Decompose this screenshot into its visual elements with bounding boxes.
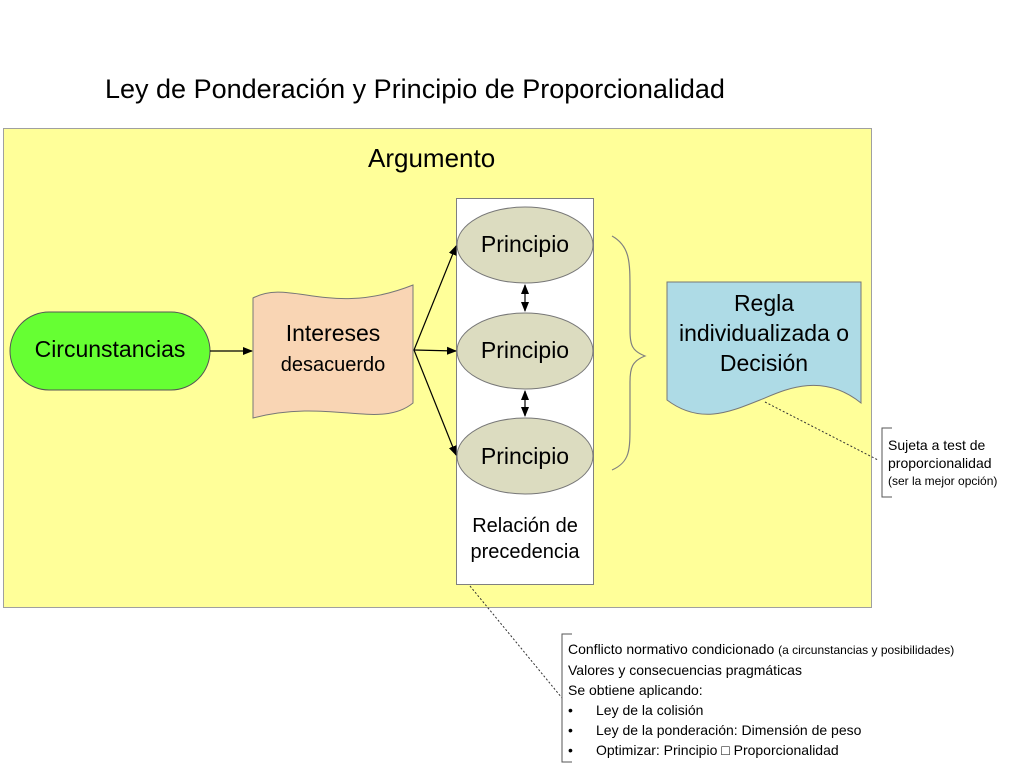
notes-line-3: Se obtiene aplicando:: [568, 682, 703, 698]
sujeta-line-1: Sujeta a test de: [888, 437, 986, 453]
principio-label-2: Principio: [480, 337, 570, 363]
notes-bullet-list: Ley de la colisión Ley de la ponderación…: [568, 700, 954, 760]
brace: [611, 235, 647, 471]
notes-line-2: Valores y consecuencias pragmáticas: [568, 662, 802, 678]
relacion-precedencia-label: Relación de precedencia: [470, 515, 580, 563]
principio-ellipse-3: [456, 417, 594, 495]
notes-line-1-small: (a circunstancias y posibilidades): [778, 643, 955, 657]
arrow-intereses-principio-2: [413, 346, 457, 355]
notes-block: Conflicto normativo condicionado (a circ…: [568, 639, 954, 760]
notes-bracket: [561, 633, 572, 763]
page-title: Ley de Ponderación y Principio de Propor…: [105, 74, 725, 104]
principio-label-3: Principio: [480, 443, 570, 469]
notes-bullet-2: Ley de la ponderación: Dimensión de peso: [568, 720, 954, 740]
notes-bullet-3: Optimizar: Principio □ Proporcionalidad: [568, 740, 954, 760]
principio-ellipse-1: [456, 206, 594, 284]
sujeta-note: Sujeta a test de proporcionalidad (ser l…: [888, 436, 997, 490]
desacuerdo-label: desacuerdo: [280, 354, 386, 376]
notes-line-1-main: Conflicto normativo condicionado: [568, 641, 775, 657]
sujeta-connector: [764, 401, 879, 461]
arrow-intereses-principio-3: [413, 349, 457, 456]
intereses-label: Intereses: [285, 320, 381, 346]
arrow-intereses-principio-1: [413, 245, 457, 351]
notes-connector: [469, 585, 563, 699]
argument-title: Argumento: [368, 143, 496, 173]
regla-label: Regla individualizada o Decisión: [678, 290, 850, 376]
principio-label-1: Principio: [480, 231, 570, 257]
sujeta-line-2: proporcionalidad: [888, 455, 992, 471]
sujeta-line-3: (ser la mejor opción): [888, 474, 998, 488]
notes-line-1: Conflicto normativo condicionado (a circ…: [568, 639, 954, 660]
circunstancias-label: Circunstancias: [34, 336, 186, 362]
notes-bullet-1: Ley de la colisión: [568, 700, 954, 720]
principio-ellipse-2: [456, 312, 594, 390]
sujeta-bracket: [881, 427, 892, 498]
intereses-shape: [252, 284, 414, 419]
regla-shape: [666, 281, 862, 415]
